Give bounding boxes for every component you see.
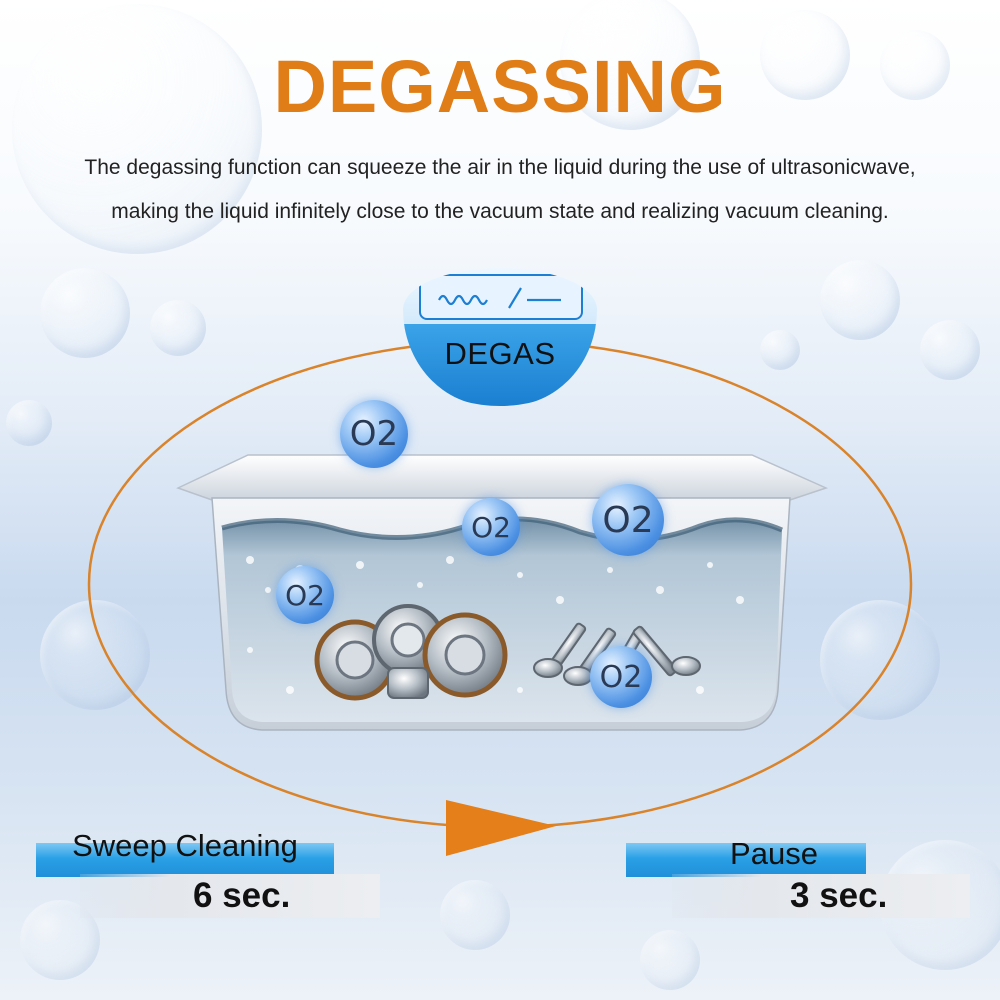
bearing-parts	[314, 604, 508, 701]
background-bubble	[6, 400, 52, 446]
description: The degassing function can squeeze the a…	[0, 146, 1000, 234]
background-bubble	[12, 4, 262, 254]
pause-phase-bar	[626, 843, 866, 877]
sweep-phase-label: Sweep Cleaning	[72, 828, 298, 863]
background-bubble	[640, 930, 700, 990]
roller-bearing	[387, 667, 429, 699]
cycle-arrow-icon	[446, 800, 556, 856]
background-bubble	[820, 260, 900, 340]
o2-bubble: O2	[276, 566, 334, 624]
sweep-duration-bar	[80, 874, 380, 918]
description-line-2: making the liquid infinitely close to th…	[111, 200, 889, 223]
background-bubble	[40, 268, 130, 358]
o2-bubble: O2	[340, 400, 408, 468]
background-bubble	[150, 300, 206, 356]
background-bubble	[880, 30, 950, 100]
tank-rim	[176, 454, 829, 501]
background-bubble	[820, 600, 940, 720]
background-bubble	[760, 330, 800, 370]
pause-duration-bar	[672, 874, 970, 918]
o2-bubble: O2	[462, 498, 520, 556]
sweep-phase-bar	[36, 843, 334, 877]
background-bubble	[560, 0, 700, 130]
pause-duration: 3 sec.	[790, 876, 888, 915]
sweep-duration: 6 sec.	[193, 876, 291, 915]
o2-bubble: O2	[590, 646, 652, 708]
pause-phase-label: Pause	[730, 836, 818, 871]
wave-to-flat-icon	[419, 274, 583, 320]
degas-button[interactable]	[403, 268, 597, 406]
background-bubble	[440, 880, 510, 950]
page-title: DEGASSING	[273, 45, 727, 128]
degas-label: DEGAS	[444, 336, 556, 371]
background-bubble	[760, 10, 850, 100]
background-bubble	[920, 320, 980, 380]
o2-bubble: O2	[592, 484, 664, 556]
description-line-1: The degassing function can squeeze the a…	[84, 156, 916, 179]
